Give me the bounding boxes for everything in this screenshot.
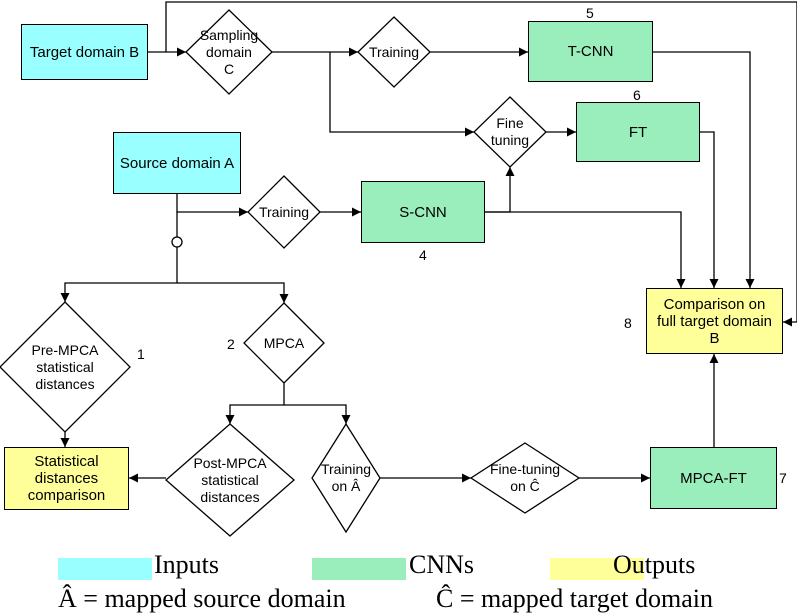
- training-top-label: Training: [368, 43, 420, 60]
- legend-c-hat-definition: Ĉ = mapped target domain: [436, 584, 714, 613]
- training-on-a-label: Training on Â: [320, 461, 372, 494]
- comparison-box: Comparison on full target domain B: [646, 288, 783, 354]
- step-number-8: 8: [624, 315, 632, 331]
- fine-tuning-on-c-diamond: [469, 442, 581, 514]
- s-cnn-label: S-CNN: [399, 203, 447, 221]
- source-domain-a-box: Source domain A: [113, 132, 241, 194]
- post-mpca-label: Post-MPCA statistical distances: [193, 454, 267, 505]
- step-number-1: 1: [137, 346, 145, 362]
- target-domain-b-box: Target domain B: [21, 24, 148, 80]
- t-cnn-box: T-CNN: [528, 21, 653, 82]
- sampling-domain-c-label: Sampling domain C: [199, 26, 259, 77]
- statistical-comparison-box: Statistical distances comparison: [4, 447, 129, 510]
- training-on-a-diamond: [311, 422, 381, 534]
- legend-inputs-swatch: [58, 558, 152, 580]
- statistical-comparison-label: Statistical distances comparison: [27, 453, 106, 504]
- pre-mpca-label: Pre-MPCA statistical distances: [31, 341, 99, 392]
- fine-tuning-on-c-label: Fine-tuning on Ĉ: [489, 461, 561, 494]
- training-mid-label: Training: [258, 203, 310, 220]
- step-number-2: 2: [227, 336, 235, 352]
- ft-label: FT: [628, 123, 648, 141]
- step-number-5: 5: [586, 5, 594, 21]
- mpca-label: MPCA: [263, 334, 305, 351]
- ft-box: FT: [576, 102, 700, 162]
- post-mpca-diamond: [165, 423, 295, 537]
- sampling-diamond: [185, 9, 273, 95]
- comparison-label: Comparison on full target domain B: [656, 295, 773, 347]
- target-domain-b-label: Target domain B: [29, 43, 140, 61]
- legend-outputs-swatch: [550, 558, 644, 580]
- s-cnn-box: S-CNN: [361, 181, 485, 243]
- source-domain-a-label: Source domain A: [119, 154, 235, 172]
- t-cnn-label: T-CNN: [567, 43, 614, 60]
- step-number-4: 4: [419, 247, 427, 263]
- step-number-7: 7: [779, 470, 787, 486]
- training-top-diamond: [357, 16, 431, 88]
- mpca-ft-box: MPCA-FT: [650, 447, 777, 509]
- mpca-ft-label: MPCA-FT: [680, 469, 747, 487]
- legend-cnns-swatch: [312, 558, 406, 580]
- legend-inputs-label: Inputs: [154, 550, 219, 579]
- legend-a-hat-definition: Â = mapped source domain: [58, 584, 346, 613]
- legend-cnns-label: CNNs: [409, 550, 475, 579]
- junction-circle: [171, 236, 183, 248]
- fine-tuning-label: Fine tuning: [490, 115, 530, 148]
- training-mid-diamond: [247, 175, 321, 249]
- step-number-6: 6: [633, 87, 641, 103]
- legend-outputs-label: Outputs: [613, 550, 696, 579]
